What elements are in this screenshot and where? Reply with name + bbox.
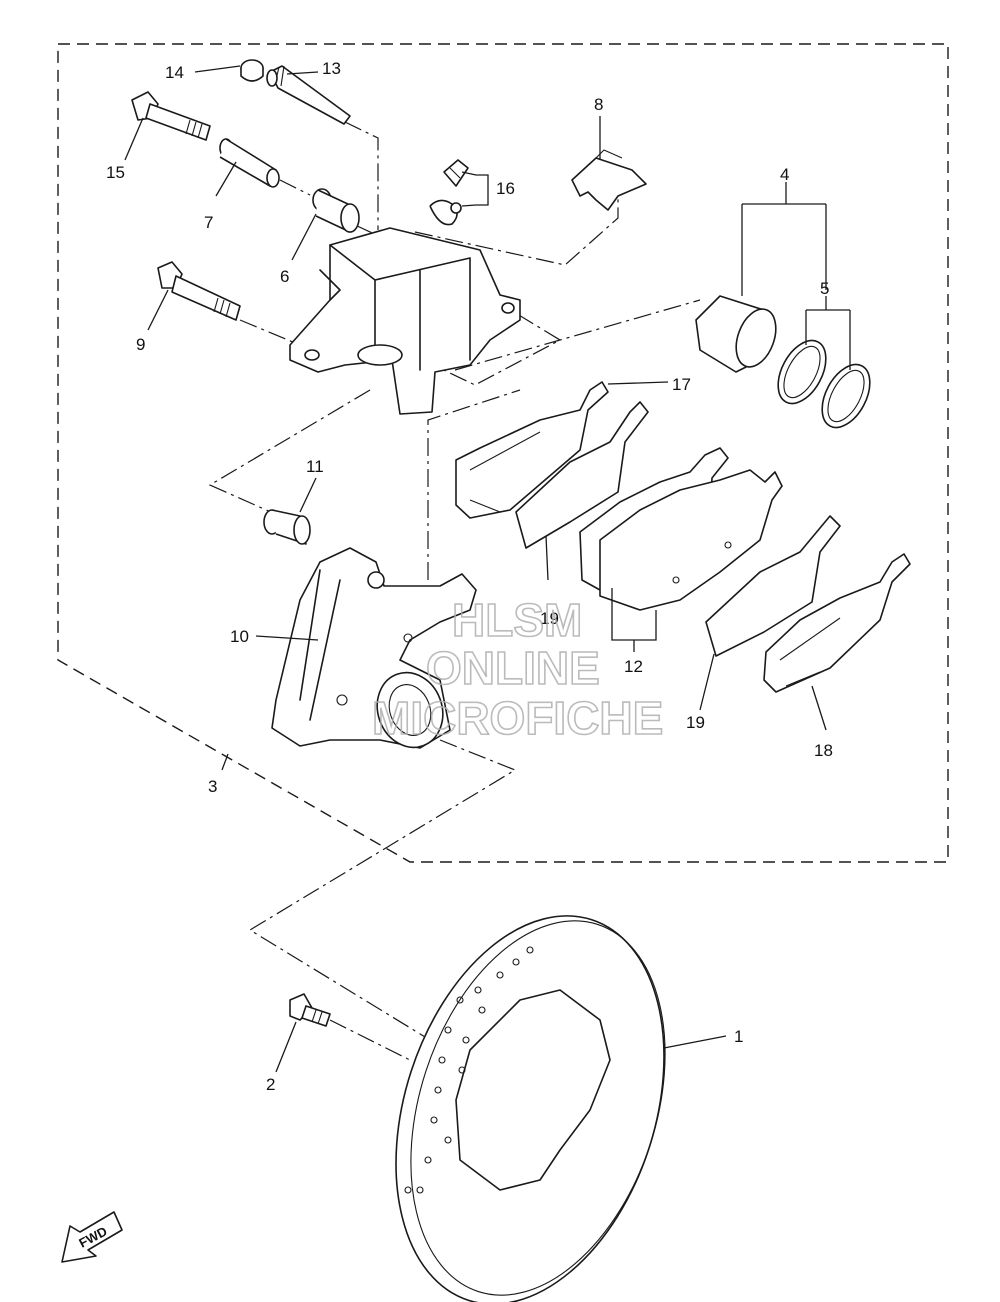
part-4-piston <box>695 295 777 373</box>
watermark-line-2: ONLINE <box>426 642 600 694</box>
part-8-clip <box>571 149 647 211</box>
callout-9: 9 <box>136 335 145 354</box>
caliper-assembly-boundary <box>57 43 949 863</box>
fwd-direction-marker: FWD <box>61 1211 123 1263</box>
part-7-sleeve <box>219 138 280 188</box>
callout-10: 10 <box>230 627 249 646</box>
watermark-line-1: HLSM <box>452 594 582 646</box>
callout-5: 5 <box>820 279 829 298</box>
callout-6: 6 <box>280 267 289 286</box>
part-12-pad-kit <box>579 447 783 611</box>
callout-1: 1 <box>734 1027 743 1046</box>
part-13-pin <box>266 65 351 125</box>
part-19-pad-upper <box>515 401 649 549</box>
callout-4: 4 <box>780 165 789 184</box>
callout-12: 12 <box>624 657 643 676</box>
callout-13: 13 <box>322 59 341 78</box>
part-9-bolt <box>157 261 241 321</box>
part-19-pad-lower <box>705 515 841 657</box>
part-16-bleed-screw <box>429 159 469 226</box>
watermark: HLSM ONLINE MICROFICHE <box>371 593 664 745</box>
part-18-shim <box>763 553 911 693</box>
part-10-bracket <box>271 547 477 749</box>
callout-19-lower: 19 <box>686 713 705 732</box>
callout-2: 2 <box>266 1075 275 1094</box>
callout-14: 14 <box>165 63 184 82</box>
callout-19-upper: 19 <box>540 609 559 628</box>
caliper-body <box>289 227 521 415</box>
part-15-bolt <box>131 91 211 141</box>
part-2-disc-bolt <box>289 993 331 1027</box>
part-17-shim <box>455 381 609 519</box>
part-1-brake-disc <box>395 915 666 1302</box>
fwd-arrow-icon <box>61 1211 123 1263</box>
callout-3: 3 <box>208 777 217 796</box>
callout-11: 11 <box>306 457 324 476</box>
callout-8: 8 <box>594 95 603 114</box>
callout-16: 16 <box>496 179 515 198</box>
part-11-boot <box>263 509 311 545</box>
callout-17: 17 <box>672 375 691 394</box>
callout-7: 7 <box>204 213 213 232</box>
part-5-seals <box>777 339 871 429</box>
part-14-cap <box>240 59 264 82</box>
leader-lines <box>124 65 851 1073</box>
part-6-bushing <box>312 188 360 233</box>
watermark-line-3: MICROFICHE <box>372 692 663 744</box>
callout-18: 18 <box>814 741 833 760</box>
callouts: 14 13 15 7 6 9 16 8 4 5 17 11 10 19 12 1… <box>106 59 833 1094</box>
callout-15: 15 <box>106 163 125 182</box>
